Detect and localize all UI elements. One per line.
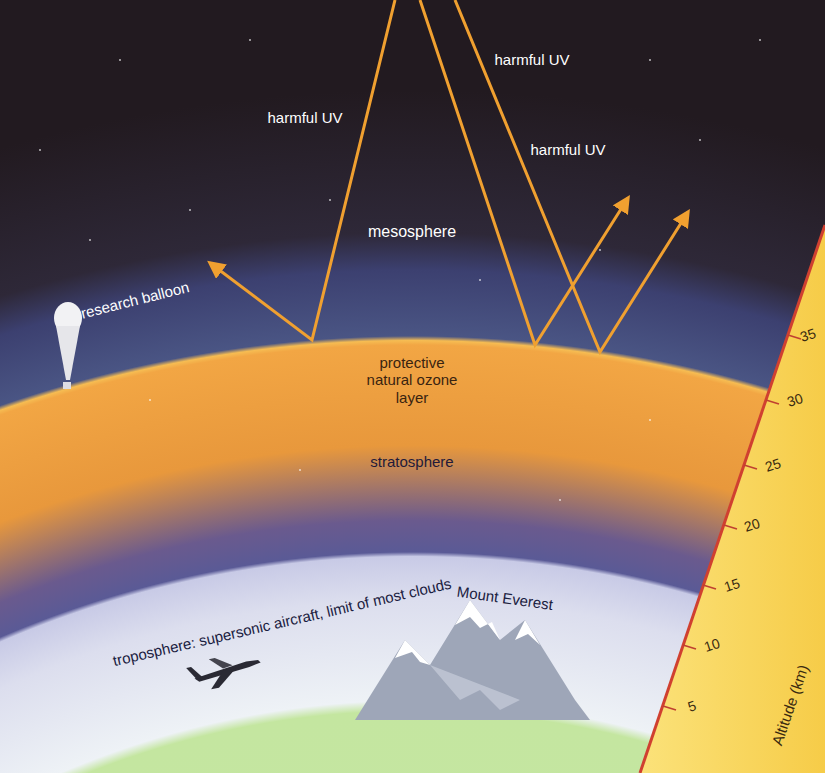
scale-number: 35 bbox=[798, 325, 818, 345]
layer-name: protective natural ozone layer bbox=[355, 354, 470, 406]
aircraft bbox=[185, 649, 264, 694]
mountains bbox=[355, 600, 590, 720]
mountain-label: Mount Everest bbox=[456, 583, 554, 614]
axis-title: Altitude (km) bbox=[768, 662, 812, 747]
uv-label: harmful UV bbox=[530, 141, 605, 158]
scale-number: 25 bbox=[763, 455, 783, 475]
layer-name: mesosphere bbox=[368, 223, 456, 241]
research-balloon bbox=[54, 302, 82, 389]
layer-name: stratosphere bbox=[370, 453, 453, 470]
uv-label: harmful UV bbox=[267, 109, 342, 126]
scale-number: 10 bbox=[702, 635, 722, 655]
scale-number: 20 bbox=[742, 515, 762, 535]
scale-number: 30 bbox=[785, 390, 805, 410]
uv-label: harmful UV bbox=[494, 51, 569, 68]
balloon-label: research balloon bbox=[79, 278, 191, 322]
scale-number: 5 bbox=[686, 697, 698, 715]
scale-number: 15 bbox=[722, 575, 742, 595]
altitude-ruler bbox=[640, 225, 825, 773]
layer-name: troposphere: supersonic aircraft, limit … bbox=[111, 575, 453, 670]
